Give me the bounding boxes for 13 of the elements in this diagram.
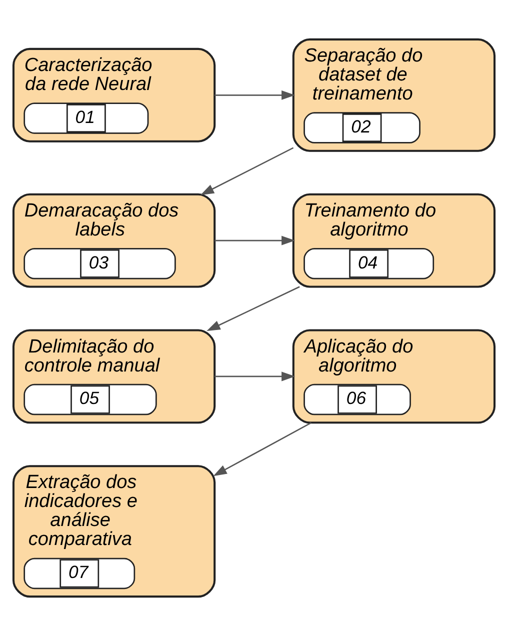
node-box: Delimitação do controle manual 05: [12, 329, 216, 424]
arrow: [214, 372, 296, 382]
arrow: [214, 236, 296, 246]
arrow: [214, 90, 296, 100]
arrow: [206, 286, 300, 332]
node-box: Separação do dataset de treinamento 02: [292, 38, 496, 152]
arrow: [200, 147, 294, 196]
node-box: Caracterização da rede Neural 01: [12, 48, 216, 142]
node-box: Demaracação dos labels 03: [12, 193, 216, 288]
node-box: Extração dos indicadores e análise comparativa 07: [12, 465, 216, 598]
arrow: [213, 422, 312, 476]
node-box: Aplicação do algoritmo 06: [292, 329, 496, 424]
node-box: Treinamento do algoritmo 04: [292, 193, 496, 288]
